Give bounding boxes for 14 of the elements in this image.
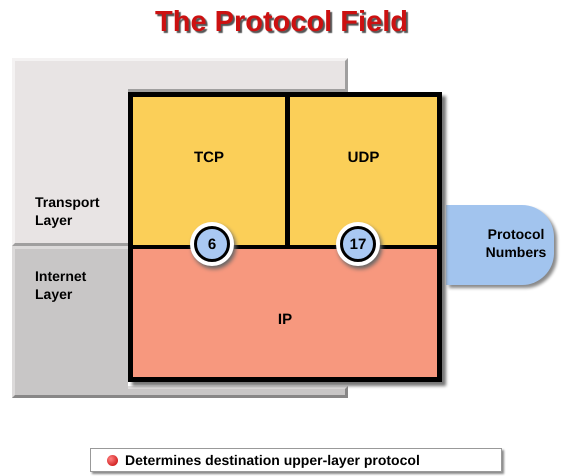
- title: The Protocol Field: [154, 6, 409, 39]
- protocol-box: [133, 249, 437, 377]
- protocol-name: IP: [276, 311, 294, 328]
- callout-text: Protocol Numbers: [484, 225, 548, 261]
- layer-label: Internet Layer: [35, 267, 88, 303]
- layer-band: [12, 58, 128, 246]
- layer-band: [12, 246, 128, 398]
- callout-tab: [446, 205, 554, 285]
- layer-label: Transport Layer: [35, 193, 101, 229]
- protocol-number: 6: [208, 236, 216, 252]
- protocol-name: UDP: [346, 149, 380, 166]
- note-text: Determines destination upper-layer protocol: [125, 452, 420, 468]
- protocol-name: TCP: [193, 149, 225, 166]
- protocol-number: 17: [350, 236, 366, 252]
